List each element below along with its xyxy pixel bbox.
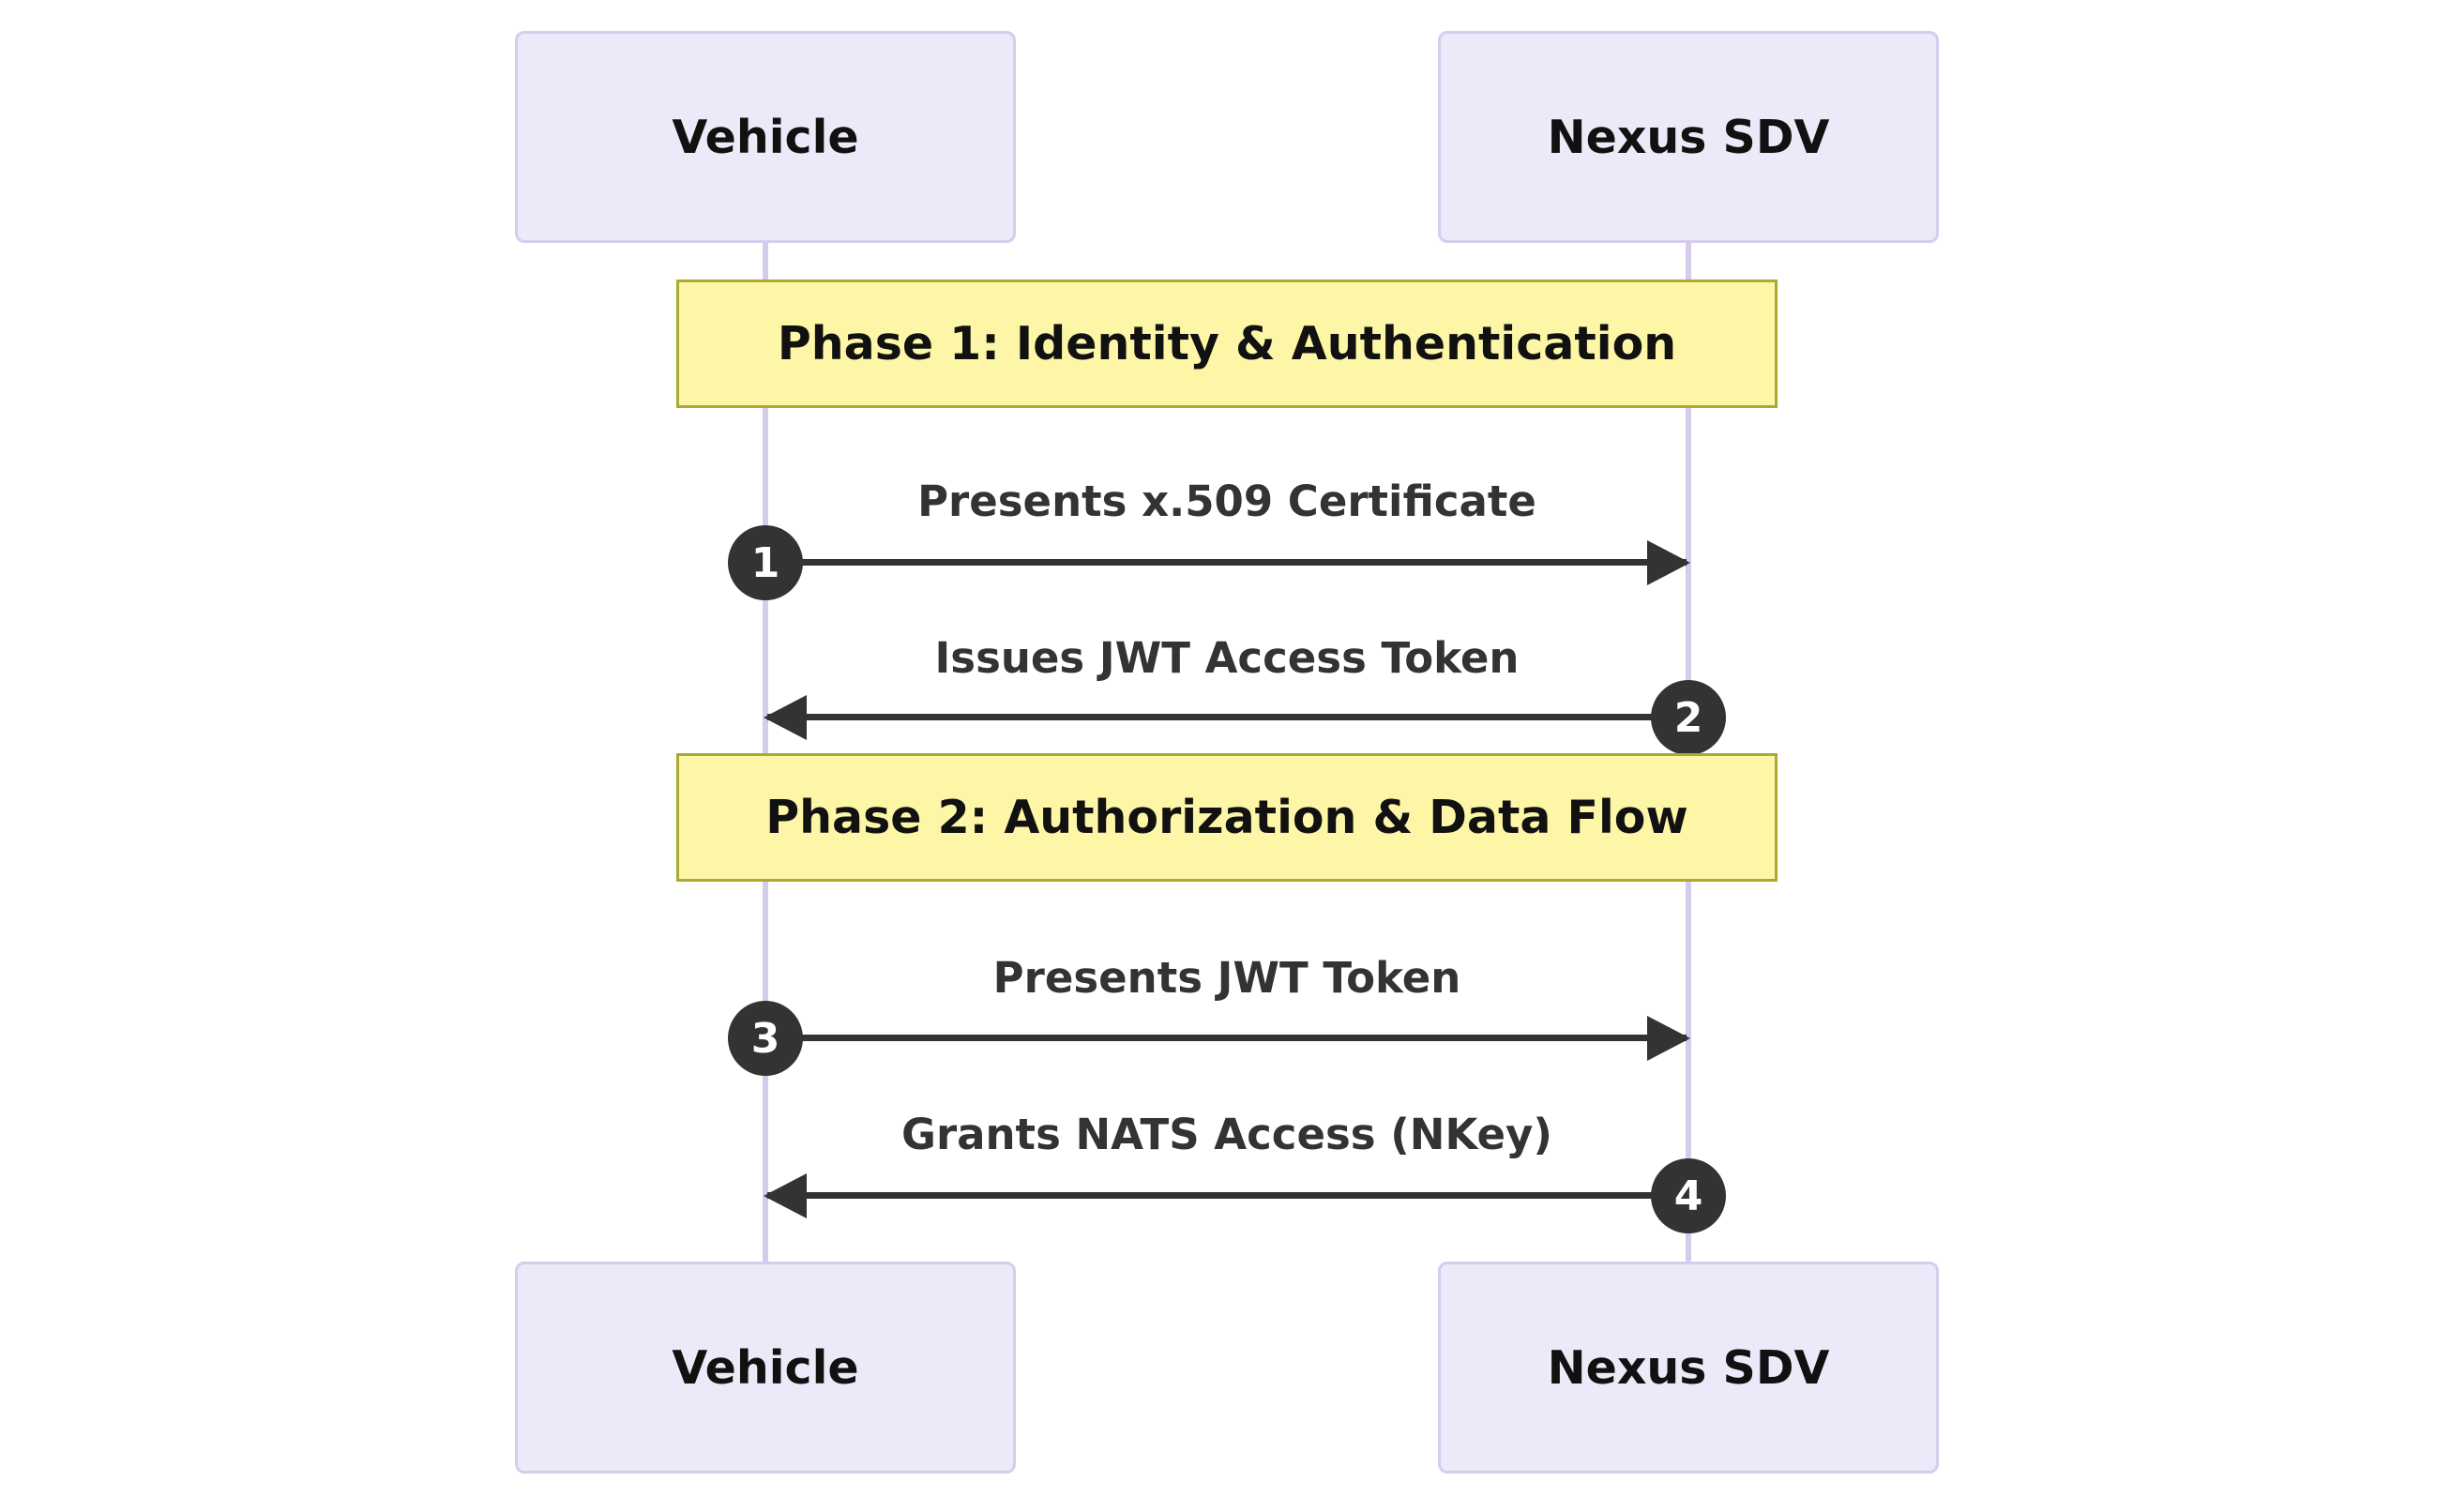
lifeline-vehicle — [763, 243, 768, 1262]
sequence-number-badge-4: 4 — [1651, 1158, 1726, 1233]
sequence-number-badge-3: 3 — [728, 1001, 803, 1076]
message-label-4: Grants NATS Access (NKey) — [901, 1110, 1552, 1159]
actor-box-nexus-sdv-top: Nexus SDV — [1438, 31, 1939, 243]
actor-label-nexus-sdv: Nexus SDV — [1547, 1340, 1830, 1395]
actor-label-vehicle: Vehicle — [672, 110, 859, 164]
message-label-2: Issues JWT Access Token — [934, 633, 1520, 683]
actor-box-vehicle-top: Vehicle — [515, 31, 1016, 243]
actor-label-nexus-sdv: Nexus SDV — [1547, 110, 1830, 164]
actor-label-vehicle: Vehicle — [672, 1340, 859, 1395]
arrow-line — [767, 1192, 1687, 1199]
message-arrow-2: 2 — [764, 678, 1726, 757]
arrowhead-right-icon — [1647, 540, 1690, 585]
message-arrow-3: 3 — [728, 999, 1690, 1078]
phase-2-title: Phase 2: Authorization & Data Flow — [765, 791, 1688, 844]
message-label-1: Presents x.509 Certificate — [917, 476, 1536, 526]
message-label-3: Presents JWT Token — [992, 953, 1461, 1003]
phase-1-title: Phase 1: Identity & Authentication — [777, 317, 1677, 370]
arrowhead-right-icon — [1647, 1016, 1690, 1061]
actor-box-nexus-sdv-bottom: Nexus SDV — [1438, 1262, 1939, 1474]
arrowhead-left-icon — [764, 695, 807, 740]
message-arrow-1: 1 — [728, 523, 1690, 602]
phase-banner-1: Phase 1: Identity & Authentication — [676, 280, 1778, 408]
arrow-line — [767, 714, 1687, 720]
phase-banner-2: Phase 2: Authorization & Data Flow — [676, 753, 1778, 882]
arrow-line — [767, 1035, 1687, 1041]
sequence-number-badge-2: 2 — [1651, 680, 1726, 755]
message-arrow-4: 4 — [764, 1157, 1726, 1235]
arrow-line — [767, 559, 1687, 566]
arrowhead-left-icon — [764, 1173, 807, 1218]
actor-box-vehicle-bottom: Vehicle — [515, 1262, 1016, 1474]
sequence-number-badge-1: 1 — [728, 525, 803, 600]
